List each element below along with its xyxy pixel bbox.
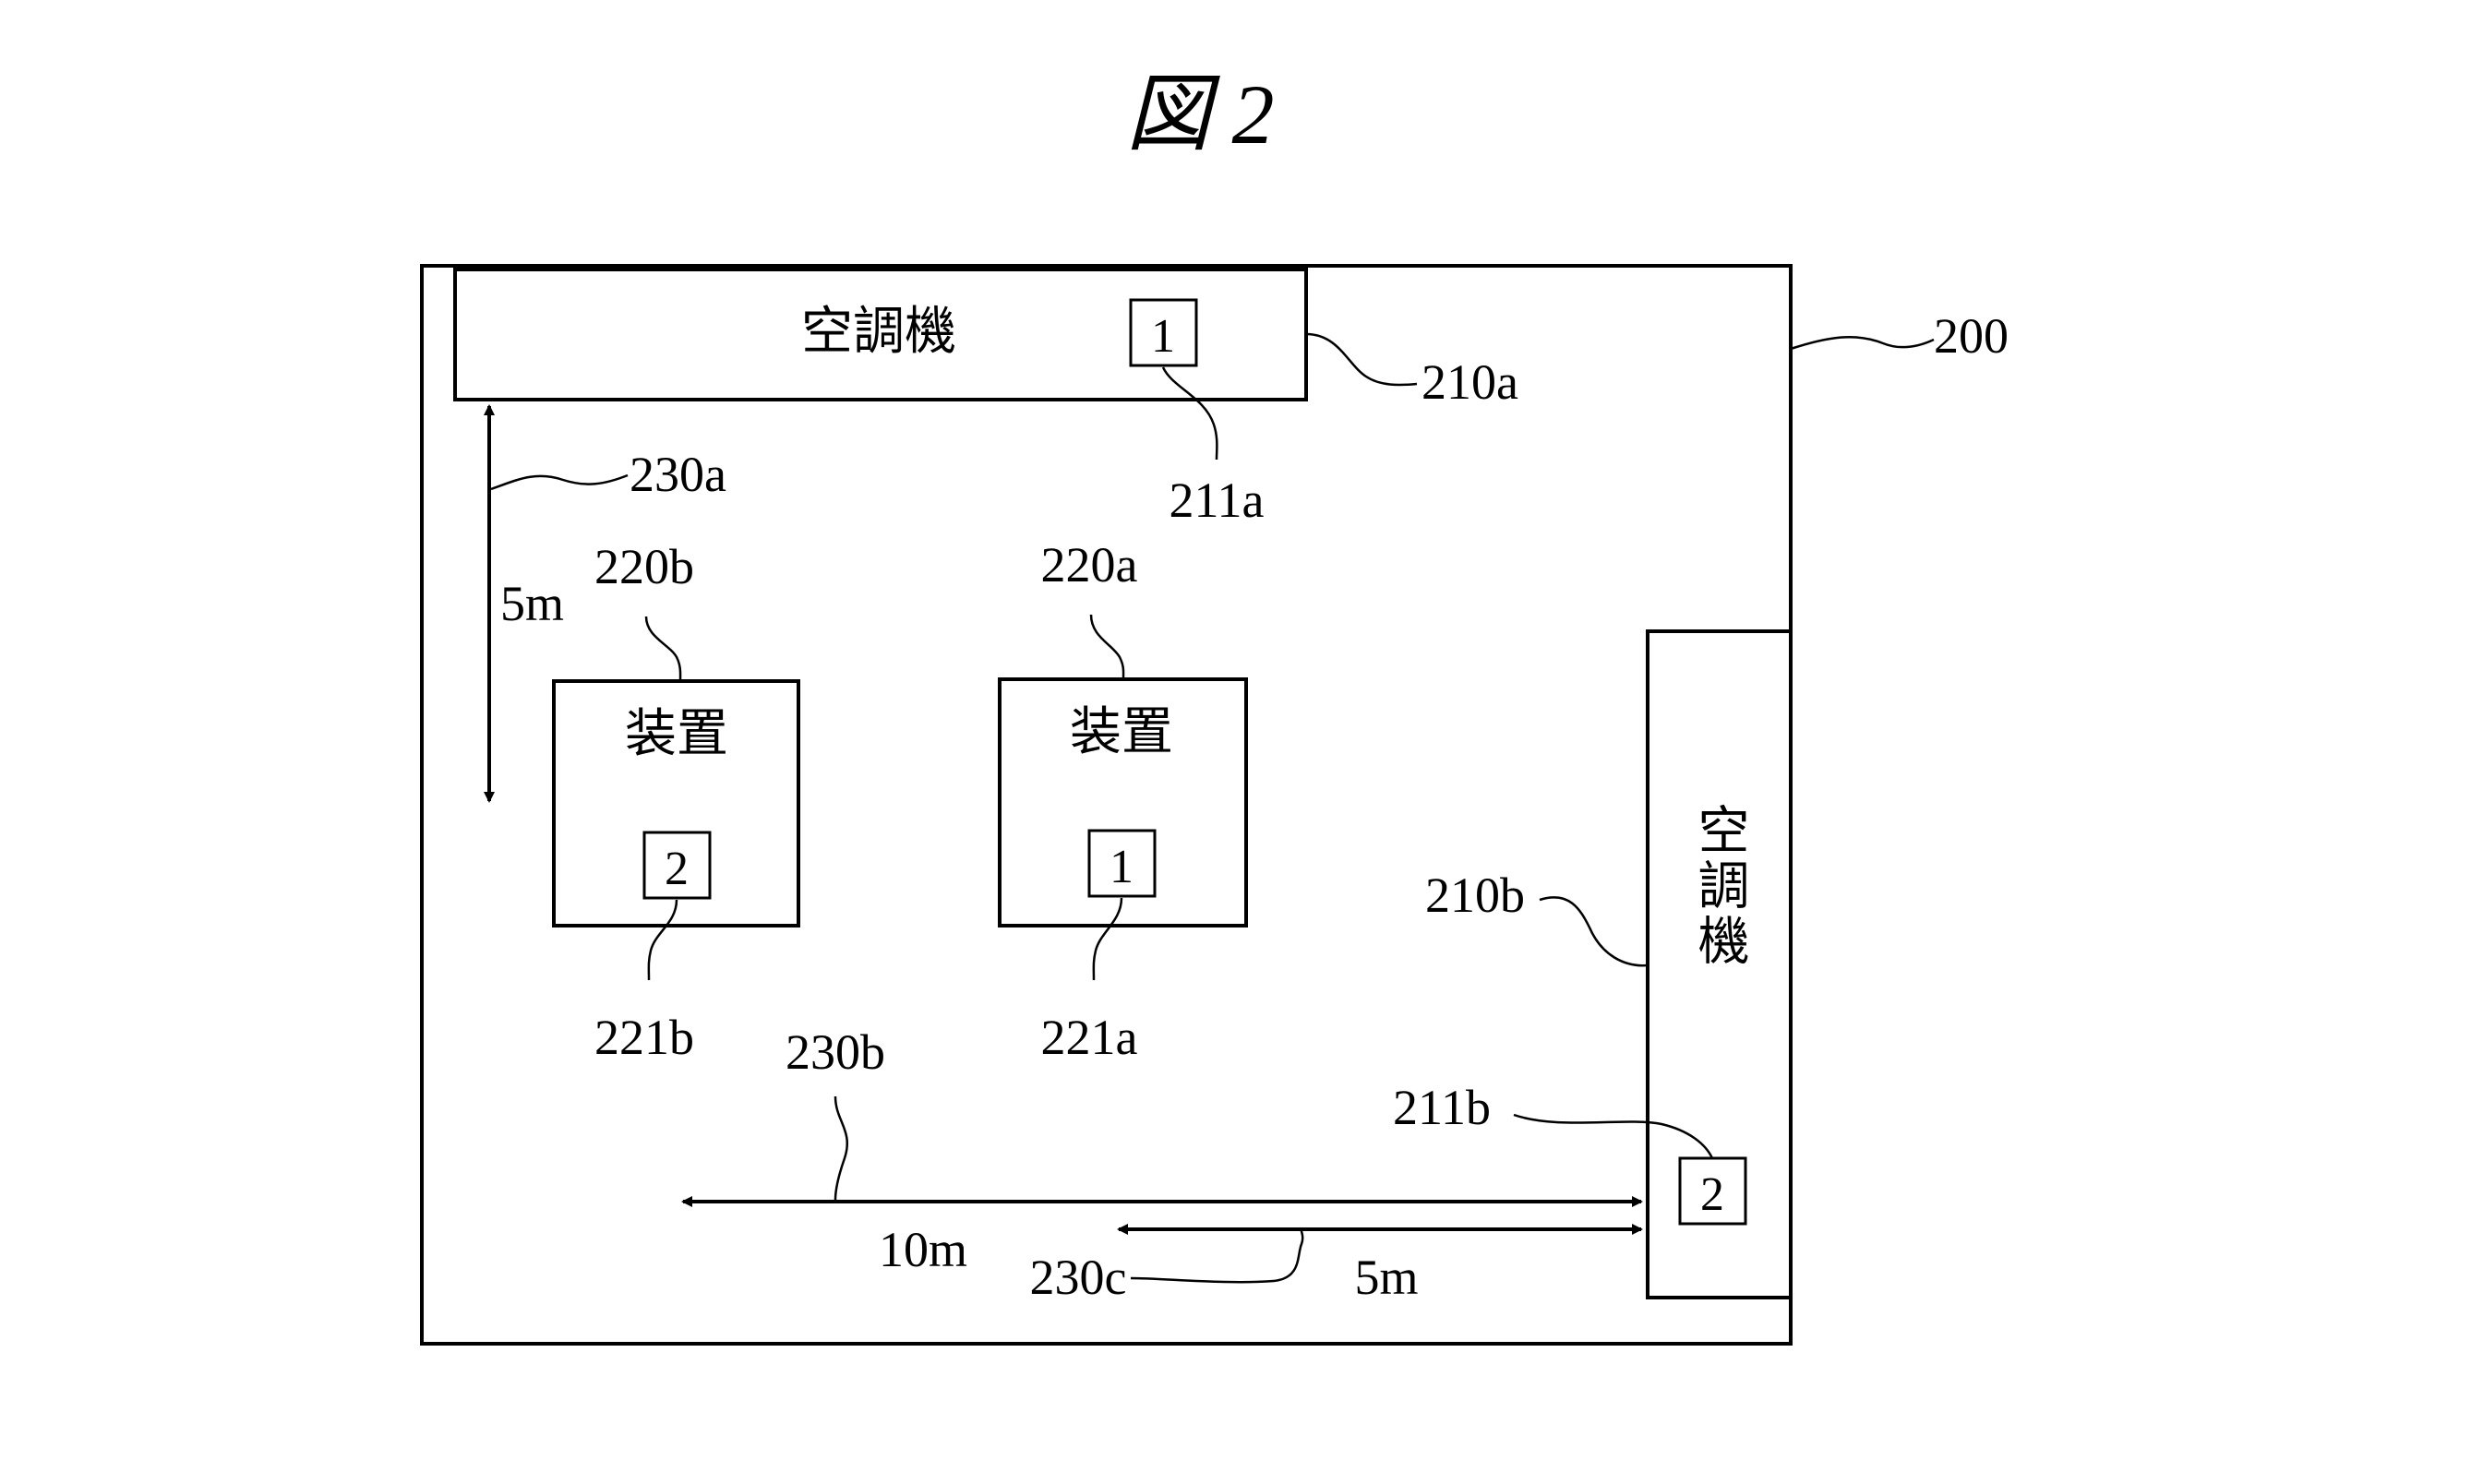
ac-right-sensor-ref-label: 211b — [1393, 1080, 1491, 1135]
ac-right-ref-leader — [1540, 897, 1648, 965]
device-center-sensor-ref-label: 221a — [1041, 1010, 1138, 1065]
room-ref-leader — [1791, 337, 1934, 349]
room-ref-label: 200 — [1934, 308, 2009, 364]
figure-title: 図 2 — [1125, 67, 1274, 162]
device-center-sensor-id: 1 — [1110, 841, 1134, 893]
device-center-ref-label: 220a — [1041, 537, 1138, 592]
device-center-ref-leader — [1091, 615, 1123, 679]
device-left-ref-label: 220b — [594, 539, 694, 594]
vertical-distance-value: 5m — [500, 576, 564, 631]
device-left-ref-leader — [646, 616, 680, 681]
device-center-label: 装置 — [1070, 704, 1173, 761]
ac-right-sensor-id: 2 — [1700, 1168, 1724, 1221]
air-conditioner-top-label: 空調機 — [801, 304, 956, 361]
device-left-sensor-id: 2 — [665, 843, 689, 895]
vertical-distance-ref-label: 230a — [630, 447, 726, 502]
vertical-distance-ref-leader — [491, 475, 628, 489]
device-left-label: 装置 — [625, 706, 728, 763]
ac-top-ref-leader — [1306, 334, 1417, 385]
ac-top-sensor-ref-label: 211a — [1170, 473, 1265, 528]
ac-top-sensor-id: 1 — [1151, 310, 1175, 363]
short-distance-ref-leader — [1131, 1231, 1302, 1282]
long-distance-ref-leader — [835, 1096, 847, 1200]
short-distance-value: 5m — [1354, 1250, 1418, 1305]
short-distance-ref-label: 230c — [1030, 1250, 1127, 1305]
device-left-sensor-ref-label: 221b — [594, 1010, 694, 1065]
long-distance-ref-label: 230b — [786, 1024, 885, 1080]
ac-top-ref-label: 210a — [1421, 354, 1518, 410]
ac-right-ref-label: 210b — [1425, 868, 1525, 923]
air-conditioner-right-label: 空調機 — [1690, 803, 1748, 969]
long-distance-value: 10m — [879, 1222, 967, 1277]
